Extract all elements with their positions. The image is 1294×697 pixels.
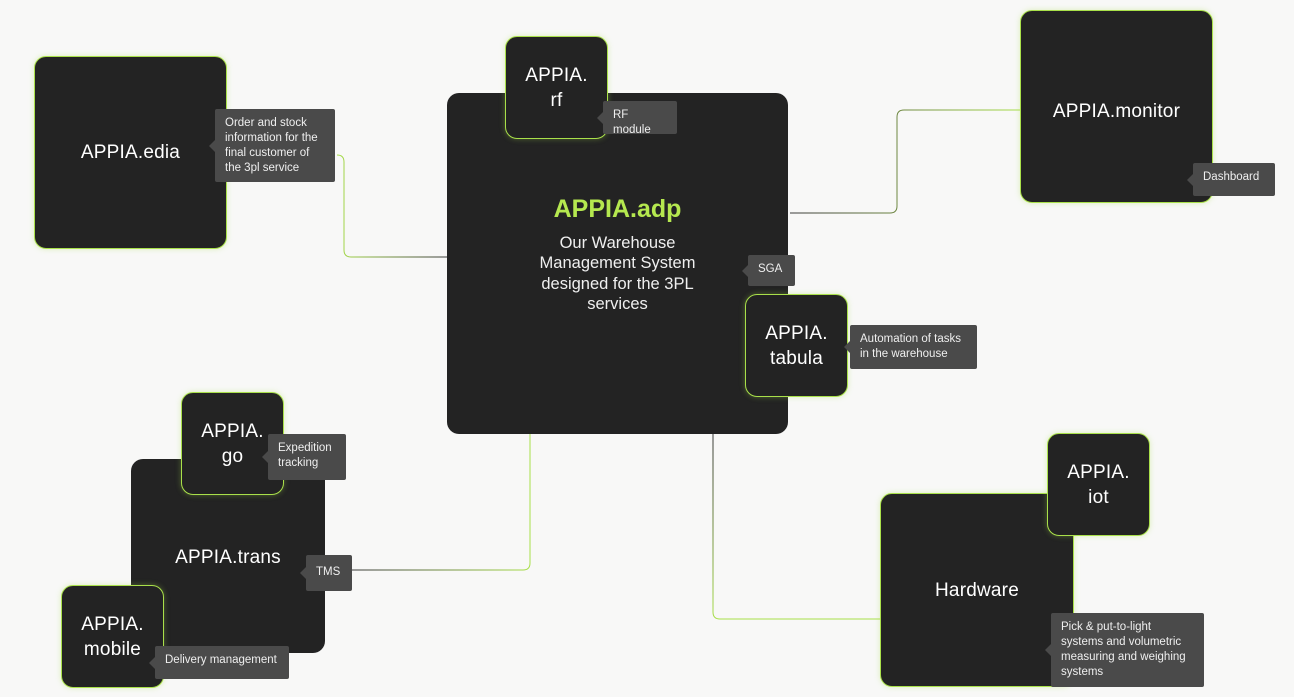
module-rf: APPIA. rf — [505, 36, 608, 139]
module-monitor: APPIA.monitor — [1020, 10, 1213, 203]
module-go-tag: Expedition tracking — [268, 434, 346, 480]
module-sga-tag: SGA — [748, 255, 795, 286]
module-mobile: APPIA. mobile — [61, 585, 164, 688]
module-tabula: APPIA. tabula — [745, 294, 848, 397]
module-adp-description: Our Warehouse Management System designed… — [539, 233, 696, 314]
module-edia: APPIA.edia — [34, 56, 227, 249]
module-go-title: APPIA. go — [201, 420, 264, 467]
module-tabula-title: APPIA. tabula — [765, 322, 828, 369]
connector-edia — [336, 154, 448, 258]
connector-hardware — [712, 434, 881, 620]
module-hardware: Hardware — [880, 493, 1074, 687]
module-rf-title: APPIA. rf — [525, 64, 588, 111]
connector-trans — [352, 434, 531, 571]
module-edia-title: APPIA.edia — [80, 142, 181, 163]
connector-monitor — [790, 109, 1021, 214]
module-tabula-tag: Automation of tasks in the warehouse — [850, 325, 977, 369]
module-adp: APPIA.adp Our Warehouse Management Syste… — [447, 93, 788, 434]
module-go: APPIA. go — [181, 392, 284, 495]
module-iot: APPIA. iot — [1047, 433, 1150, 536]
module-adp-title: APPIA.adp — [553, 194, 682, 223]
module-rf-tag: RF module — [603, 101, 677, 136]
module-edia-tag: Order and stock information for the fina… — [215, 109, 335, 182]
module-monitor-title: APPIA.monitor — [1052, 101, 1181, 122]
module-hardware-tag: Pick & put-to-light systems and volumetr… — [1051, 613, 1204, 687]
module-hardware-title: Hardware — [935, 579, 1019, 601]
module-mobile-tag: Delivery management — [155, 646, 289, 679]
module-monitor-tag: Dashboard — [1193, 163, 1275, 196]
module-trans-tag: TMS — [306, 555, 352, 591]
module-mobile-title: APPIA. mobile — [81, 613, 144, 660]
module-iot-title: APPIA. iot — [1067, 461, 1130, 508]
module-trans-title: APPIA.trans — [175, 546, 281, 568]
